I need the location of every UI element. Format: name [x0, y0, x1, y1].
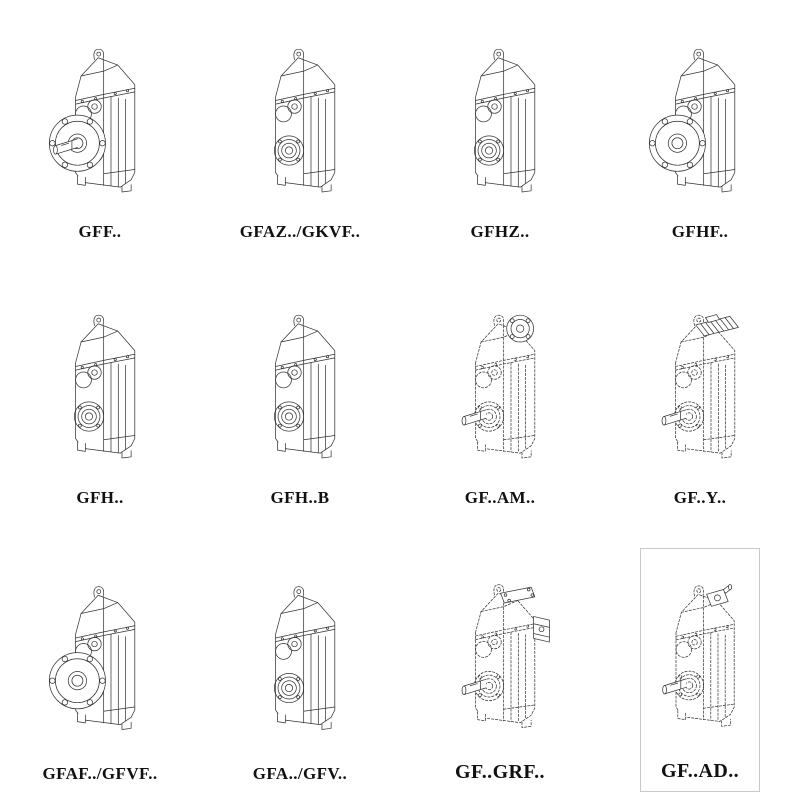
- model-label: GF..GRF..: [455, 761, 545, 783]
- gearbox-item-gf-y: GF..Y..: [640, 282, 760, 516]
- model-label: GFH..B: [270, 488, 330, 507]
- gearbox-item-gfh-b: GFH..B: [240, 282, 360, 516]
- gearbox-item-gfh: GFH..: [40, 282, 160, 516]
- gearbox-drawing-phantom-shaft-adapter: [643, 553, 757, 758]
- gearbox-item-gf-grf: GF..GRF..: [440, 548, 560, 792]
- gearbox-drawing-phantom-side-unit: [442, 552, 558, 759]
- model-label: GFAF../GFVF..: [42, 764, 158, 783]
- gearbox-drawing-hollow-shaft: [442, 20, 558, 220]
- gearbox-item-gff: GFF..: [40, 16, 160, 250]
- gearbox-item-gfaz-gkvf: GFAZ../GKVF..: [240, 16, 360, 250]
- gearbox-item-gfhf: GFHF..: [640, 16, 760, 250]
- model-label: GFF..: [78, 222, 122, 241]
- gearbox-item-gf-ad: GF..AD..: [640, 548, 760, 792]
- gearbox-drawing-flange: [42, 552, 158, 762]
- gearbox-drawing-phantom-input-flange: [442, 286, 558, 486]
- model-label: GFAZ../GKVF..: [239, 222, 361, 241]
- gearbox-drawing-hollow-shaft: [242, 286, 358, 486]
- gearbox-drawing-flange-shaft: [42, 20, 158, 220]
- model-label: GFH..: [76, 488, 124, 507]
- gearbox-drawing-phantom-motor: [642, 286, 758, 486]
- gearbox-item-gf-am: GF..AM..: [440, 282, 560, 516]
- model-label: GF..Y..: [673, 488, 727, 507]
- model-label: GFHF..: [671, 222, 729, 241]
- model-label: GF..AM..: [464, 488, 536, 507]
- gearbox-drawing-hollow-shaft: [242, 552, 358, 762]
- gearbox-item-gfa-gfv: GFA../GFV..: [240, 548, 360, 792]
- model-label: GFHZ..: [470, 222, 530, 241]
- gearbox-item-gfaf-gfvf: GFAF../GFVF..: [40, 548, 160, 792]
- model-label: GFA../GFV..: [252, 764, 348, 783]
- gearbox-drawing-hollow-shaft: [242, 20, 358, 220]
- gearbox-drawing-hollow-shaft: [42, 286, 158, 486]
- gearbox-item-gfhz: GFHZ..: [440, 16, 560, 250]
- gearbox-drawing-flange: [642, 20, 758, 220]
- model-label: GF..AD..: [660, 760, 740, 782]
